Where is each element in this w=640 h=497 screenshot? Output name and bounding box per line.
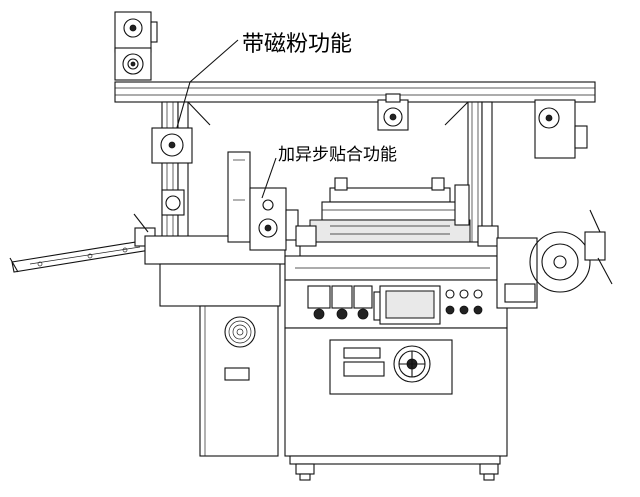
machine-feet xyxy=(295,463,499,481)
rewind-unit xyxy=(496,209,613,309)
fan-grille-icon xyxy=(224,316,256,381)
magnetic-powder-label: 带磁粉功能 xyxy=(242,32,353,57)
right-motor xyxy=(534,99,588,159)
overhead-beam xyxy=(114,81,596,103)
front-door xyxy=(329,339,453,395)
control-screen-icon xyxy=(379,285,441,325)
die-cut-station xyxy=(295,177,499,257)
control-buttons xyxy=(445,289,483,315)
magnetic-leader-line xyxy=(189,39,239,83)
beam-roller xyxy=(377,93,409,131)
step-laminating-unit xyxy=(227,151,299,251)
stepping-leader-line xyxy=(261,157,277,199)
left-unwind-block xyxy=(151,127,193,216)
async-step-laminating-label: 加异步贴合功能 xyxy=(278,145,397,165)
handwheel-icon xyxy=(393,345,431,383)
left-feed-arm xyxy=(9,213,156,273)
left-base-box xyxy=(144,235,286,457)
magnetic-powder-brake-icon xyxy=(114,11,158,81)
